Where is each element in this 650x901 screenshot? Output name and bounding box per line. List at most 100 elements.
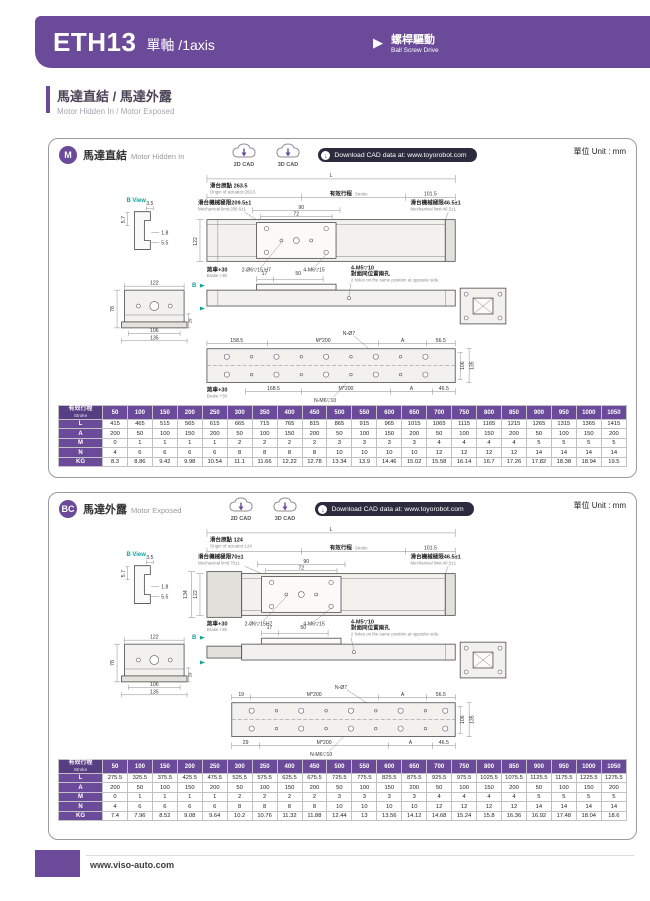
value-cell: 1115 xyxy=(451,418,478,430)
value-cell: 0 xyxy=(102,791,128,803)
value-cell: 12 xyxy=(426,447,453,458)
value-cell: 17.48 xyxy=(550,810,577,822)
dim-bv-5-5: 5.5 xyxy=(161,594,168,600)
dim-mech-limit-right-en: Mechanical limit:46.5±1 xyxy=(411,207,457,212)
3d-cad-cloud-icon[interactable]: 3D CAD xyxy=(269,496,303,522)
stroke-value-header: 950 xyxy=(550,759,577,774)
top-view-callouts: 煞車+30 Brake:+30 2-Ø6▽15H7 4-M6▽15 xyxy=(207,596,332,632)
value-cell: 17.82 xyxy=(525,456,552,468)
value-cell: 200 xyxy=(401,782,428,793)
value-cell: 200 xyxy=(301,428,328,439)
value-cell: 4 xyxy=(102,447,128,458)
value-cell: 100 xyxy=(351,782,378,793)
stroke-value-header: 700 xyxy=(426,759,453,774)
value-cell: 16.92 xyxy=(525,810,552,822)
download-cad-button[interactable]: ↓ Download CAD data at: www.toyorobot.co… xyxy=(318,148,477,162)
value-cell: 975.5 xyxy=(451,772,478,784)
value-cell: 1015 xyxy=(401,418,428,430)
dim-mech-limit-left-en: Mechanical limit:70±1 xyxy=(198,561,240,566)
value-cell: 18.94 xyxy=(575,456,602,468)
value-cell: 6 xyxy=(201,801,228,812)
end-view: 122 78 29 106 135 xyxy=(110,635,193,698)
stroke-value-header: 150 xyxy=(151,405,178,420)
2d-cad-label: 2D CAD xyxy=(231,516,252,522)
value-cell: 10 xyxy=(401,447,428,458)
brake-note-en: Brake:+30 xyxy=(207,627,228,632)
value-cell: 50 xyxy=(326,782,353,793)
stroke-value-header: 500 xyxy=(326,405,353,420)
value-cell: 11.32 xyxy=(276,810,303,822)
motor-end-view xyxy=(459,287,507,325)
value-cell: 5 xyxy=(600,437,628,449)
value-cell: 13.56 xyxy=(376,810,403,822)
value-cell: 200 xyxy=(501,428,527,439)
dim-ev-122: 122 xyxy=(150,635,159,641)
value-cell: 1215 xyxy=(501,418,527,430)
side-holes-callout-en: 2 holes on the same position at opposite… xyxy=(351,278,439,283)
value-cell: 1 xyxy=(151,791,178,803)
bottom-view-brake-dimensions: 煞車+30 Brake:+30 168.5 M*200 A 46.5 N-M6▽… xyxy=(207,382,456,404)
value-cell: 4 xyxy=(426,437,453,449)
value-cell: 15.24 xyxy=(451,810,478,822)
value-cell: 3 xyxy=(376,437,403,449)
dim-bottom2-pitch: M*200 xyxy=(317,740,332,746)
dim-bottom-A: A xyxy=(401,692,405,698)
download-cad-button[interactable]: ↓ Download CAD data at: www.toyorobot.co… xyxy=(315,502,474,516)
dim-bv-5-7: 5.7 xyxy=(121,570,127,577)
download-icon: ↓ xyxy=(321,150,331,160)
3d-cad-cloud-icon[interactable]: 3D CAD xyxy=(272,142,306,168)
value-cell: 50 xyxy=(426,428,453,439)
dim-90: 90 xyxy=(303,559,309,565)
drive-type-group: ▶ 螺桿驅動 Ball Screw Drive xyxy=(373,16,439,68)
stroke-value-header: 50 xyxy=(102,405,128,420)
stroke-value-header: 250 xyxy=(201,759,228,774)
value-cell: 765 xyxy=(276,418,303,430)
dim-bottom2-A: A xyxy=(410,386,414,392)
value-cell: 2 xyxy=(301,791,328,803)
value-cell: 11.1 xyxy=(226,456,253,468)
section-subtitle: Motor Hidden In / Motor Exposed xyxy=(57,107,175,116)
value-cell: 715 xyxy=(251,418,278,430)
value-cell: 1275.5 xyxy=(600,772,628,784)
b-view-detail: B View 3.5 5.7 1.8 5.5 xyxy=(121,552,169,604)
value-cell: 3 xyxy=(401,437,428,449)
value-cell: 6 xyxy=(126,447,153,458)
value-cell: 1175.5 xyxy=(550,772,577,784)
panel1-badge: M xyxy=(59,146,77,164)
dim-mech-limit-right-cn: 滑台機械極限46.5±1 xyxy=(411,199,461,207)
value-cell: 10 xyxy=(376,447,403,458)
stroke-value-header: 150 xyxy=(151,759,178,774)
value-cell: 1 xyxy=(201,791,228,803)
stroke-value-header: 1050 xyxy=(600,405,628,420)
value-cell: 6 xyxy=(151,447,178,458)
2d-cad-cloud-icon[interactable]: 2D CAD xyxy=(225,496,259,522)
value-cell: 565 xyxy=(176,418,203,430)
value-cell: 16.14 xyxy=(451,456,478,468)
stroke-value-header: 600 xyxy=(376,405,403,420)
end-view: 122 78 29 106 135 xyxy=(110,281,193,344)
dim-sv-135: 135 xyxy=(470,715,476,724)
value-cell: 775.5 xyxy=(351,772,378,784)
2d-cad-cloud-icon[interactable]: 2D CAD xyxy=(228,142,262,168)
value-cell: 4 xyxy=(451,791,478,803)
stroke-value-header: 900 xyxy=(525,405,552,420)
value-cell: 3 xyxy=(351,437,378,449)
top-view xyxy=(206,571,456,618)
value-cell: 100 xyxy=(251,782,278,793)
dim-overall-L: L xyxy=(330,527,333,533)
value-cell: 3 xyxy=(326,791,353,803)
value-cell: 50 xyxy=(426,782,453,793)
value-cell: 18.38 xyxy=(550,456,577,468)
value-cell: 4 xyxy=(476,791,502,803)
download-icon: ↓ xyxy=(318,504,328,514)
b-view-label: B View xyxy=(126,198,146,204)
value-cell: 4 xyxy=(501,437,527,449)
dim-ev-78: 78 xyxy=(110,660,116,666)
value-cell: 15.02 xyxy=(401,456,428,468)
value-cell: 6 xyxy=(151,801,178,812)
row-label-l: L xyxy=(58,418,103,430)
value-cell: 200 xyxy=(102,782,128,793)
bottom2-holes-callout: N-M6▽10 xyxy=(310,752,332,758)
bottom-view: 19 M*200 A 56.5 N-Ø7 106 135 xyxy=(231,685,476,737)
value-cell: 7.96 xyxy=(126,810,153,822)
